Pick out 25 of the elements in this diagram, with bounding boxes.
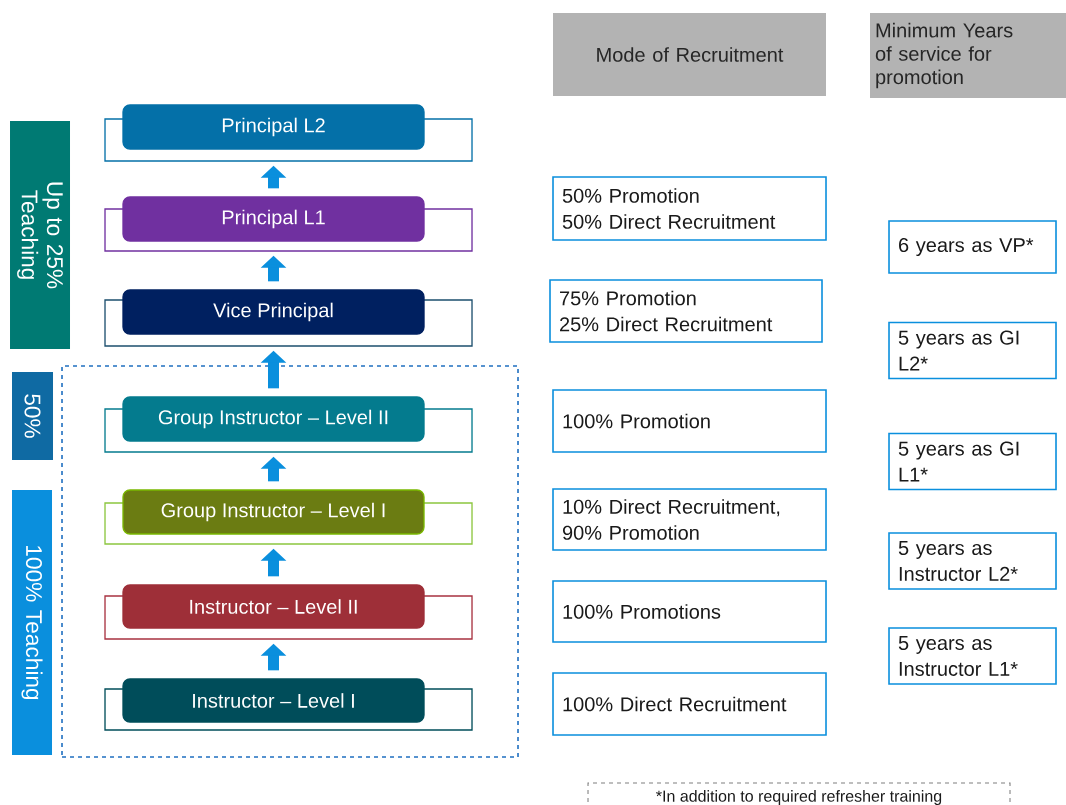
info-box: 100% Direct Recruitment xyxy=(552,672,827,736)
level-box: Principal L2 xyxy=(104,104,473,162)
side-band: 100% Teaching xyxy=(12,490,52,755)
info-box: 5 years as Instructor L2* xyxy=(888,532,1057,590)
info-box: 100% Promotion xyxy=(552,389,827,453)
level-box: Vice Principal xyxy=(104,289,473,347)
info-box: 75% Promotion 25% Direct Recruitment xyxy=(549,279,823,343)
level-box: Instructor – Level I xyxy=(104,678,473,731)
side-band: Up to 25% Teaching xyxy=(10,121,70,349)
info-box: 100% Promotions xyxy=(552,580,827,643)
level-box: Group Instructor – Level I xyxy=(104,489,473,545)
info-box: 5 years as GI L2* xyxy=(888,321,1057,380)
column-header: Minimum Years of service for promotion xyxy=(870,13,1066,98)
info-box: 5 years as Instructor L1* xyxy=(888,627,1057,685)
footnote-box: *In addition to required refresher training xyxy=(587,782,1011,805)
info-box: 6 years as VP* xyxy=(888,220,1057,274)
info-box: 10% Direct Recruitment, 90% Promotion xyxy=(552,488,827,551)
column-header: Mode of Recruitment xyxy=(553,13,826,96)
level-box: Principal L1 xyxy=(104,196,473,252)
side-band: 50% xyxy=(12,372,53,460)
level-box: Instructor – Level II xyxy=(104,584,473,640)
level-box: Group Instructor – Level II xyxy=(104,396,473,453)
info-box: 5 years as GI L1* xyxy=(888,432,1057,491)
dashed-group-box xyxy=(61,365,519,758)
info-box: 50% Promotion 50% Direct Recruitment xyxy=(552,176,827,241)
